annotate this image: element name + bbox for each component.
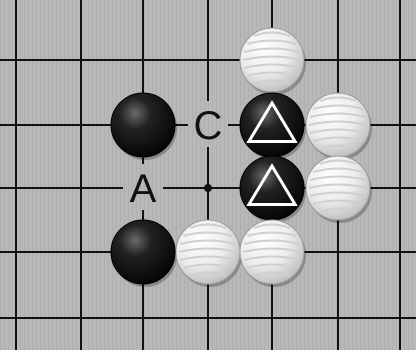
stone-body [240,28,304,92]
stone-body [240,220,304,284]
point-label-a: A [130,167,157,211]
star-point-dot [204,184,212,192]
stone-body [306,93,370,157]
star-point [204,184,212,192]
stone-body [111,220,175,284]
point-label-c: C [194,104,223,148]
stone-body [176,220,240,284]
stone-body [306,156,370,220]
stone-body [111,93,175,157]
